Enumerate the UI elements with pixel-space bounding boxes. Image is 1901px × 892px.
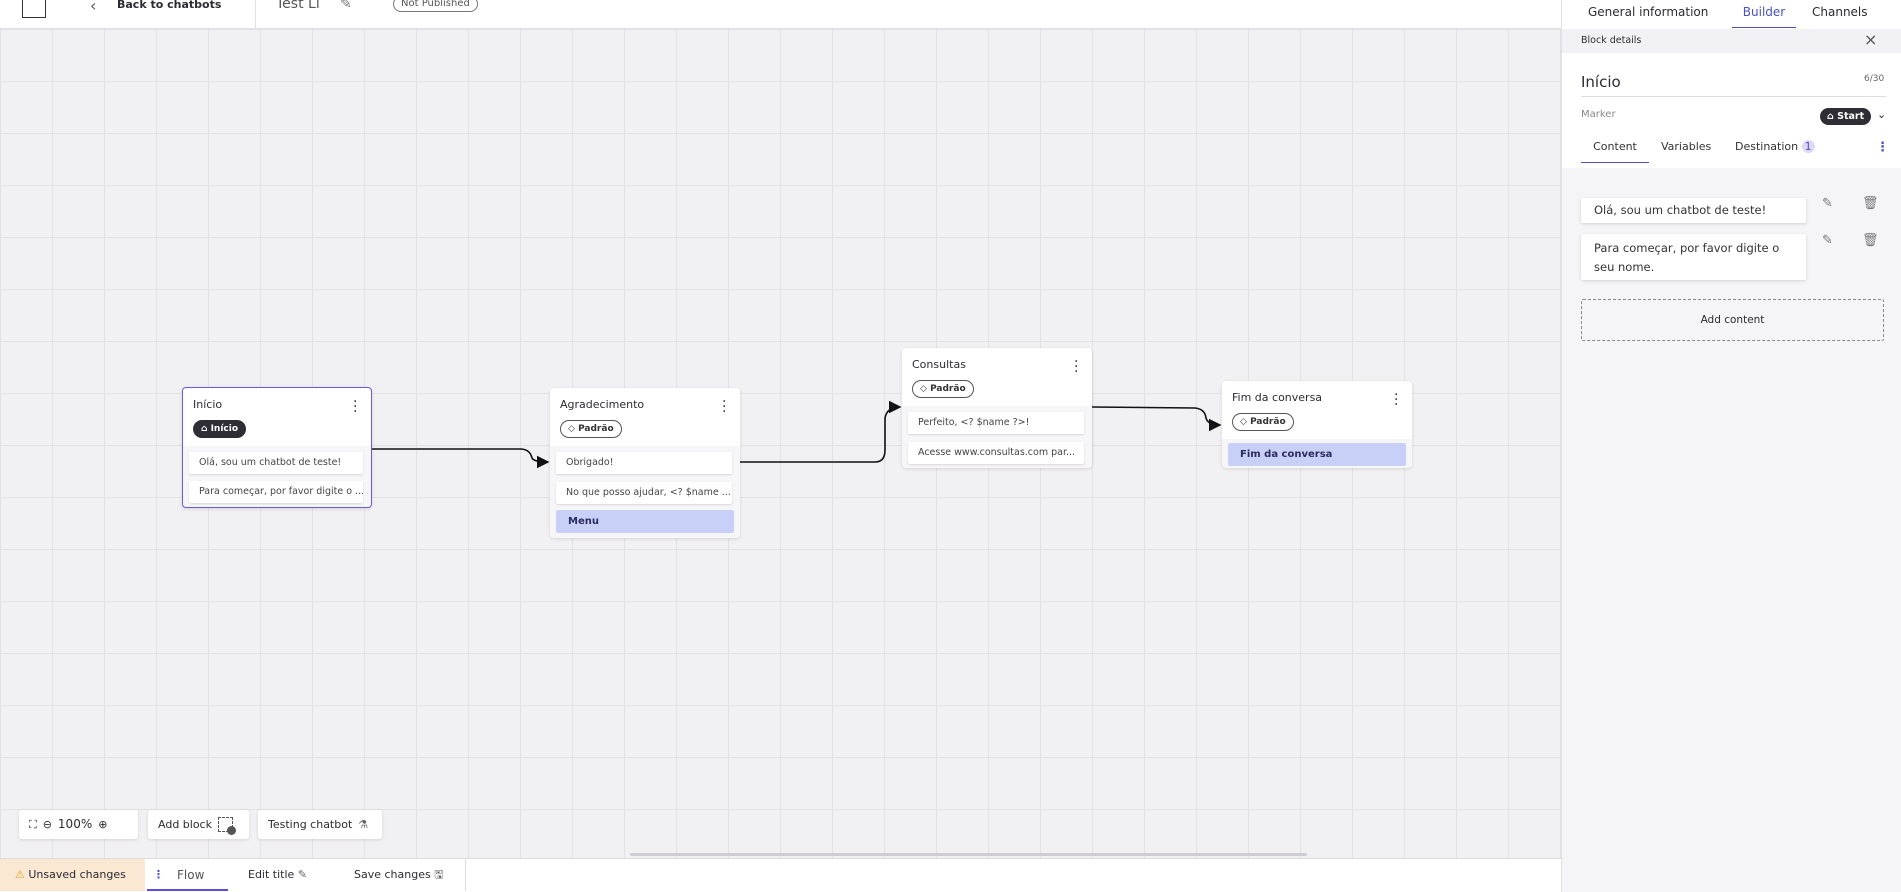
tag-icon: ◇ — [920, 384, 931, 394]
node-body: Perfeito, <? $name ?>! Acesse www.consul… — [902, 406, 1092, 468]
default-tag: ◇ Padrão — [912, 380, 974, 398]
node-option[interactable]: Fim da conversa — [1228, 443, 1406, 466]
block-node-agradecimento[interactable]: Agradecimento ··· ◇ Padrão Obrigado! No … — [550, 388, 740, 538]
edges — [372, 400, 1222, 469]
char-count: 6/30 — [1864, 74, 1885, 84]
node-body: Fim da conversa — [1222, 439, 1412, 468]
tab-flow[interactable]: Flow — [147, 859, 228, 891]
unsaved-changes-indicator: ⚠ Unsaved changes — [0, 859, 145, 891]
bottom-bar: ⚠ Unsaved changes Flow ⋮ Edit title ✎ Sa… — [0, 858, 1561, 892]
panel-tabs — [1562, 0, 1901, 29]
node-message[interactable]: Para começar, por favor digite o ... — [189, 481, 363, 503]
tab-variables[interactable]: Variables — [1661, 140, 1712, 153]
zoom-level: 100% — [57, 817, 93, 831]
edit-icon[interactable]: ✎ — [1822, 233, 1833, 248]
title-underline — [1581, 96, 1886, 97]
app-logo — [22, 0, 46, 18]
edit-title-pencil-icon[interactable]: ✎ — [340, 0, 352, 12]
edge-inicio-agradecimento — [372, 448, 550, 469]
block-title-input[interactable]: Início — [1581, 73, 1621, 91]
node-title: Agradecimento — [560, 398, 645, 411]
divider — [255, 0, 256, 29]
edge-consultas-fim — [1091, 406, 1222, 432]
panel-header — [1562, 29, 1901, 53]
pencil-icon: ✎ — [297, 868, 308, 881]
home-icon: ⌂ — [201, 424, 211, 434]
block-node-inicio[interactable]: Início ··· ⌂ Início Olá, sou um chatbot … — [182, 387, 372, 508]
home-icon: ⌂ — [1827, 111, 1838, 122]
tag-icon: ◇ — [1240, 417, 1251, 427]
tab-content[interactable]: Content — [1581, 140, 1649, 163]
panel-header-title: Block details — [1581, 35, 1642, 46]
node-menu-icon[interactable]: ··· — [722, 394, 727, 420]
node-menu-icon[interactable]: ··· — [353, 394, 358, 420]
node-body: Obrigado! No que posso ajudar, <? $name … — [550, 446, 740, 538]
add-block-icon — [217, 817, 236, 835]
tab-destination[interactable]: Destination 1 — [1735, 140, 1815, 153]
node-message[interactable]: Acesse www.consultas.com par... — [908, 442, 1084, 464]
start-tag: ⌂ Início — [193, 420, 247, 438]
divider — [465, 859, 466, 891]
tab-channels[interactable]: Channels — [1812, 5, 1868, 19]
tab-general-information[interactable]: General information — [1588, 5, 1709, 19]
node-message[interactable]: Obrigado! — [556, 452, 732, 474]
default-tag: ◇ Padrão — [1232, 413, 1294, 431]
node-message[interactable]: Perfeito, <? $name ?>! — [908, 412, 1084, 434]
edit-icon[interactable]: ✎ — [1822, 196, 1833, 211]
back-chevron-icon[interactable]: ‹ — [90, 0, 97, 15]
default-tag: ◇ Padrão — [560, 420, 622, 438]
fit-screen-icon[interactable]: ⛶ — [29, 818, 37, 831]
node-title: Início — [193, 398, 223, 411]
horizontal-scrollbar[interactable] — [630, 853, 1307, 856]
edge-agradecimento-consultas — [740, 400, 902, 463]
node-title: Fim da conversa — [1232, 391, 1323, 404]
node-message[interactable]: No que posso ajudar, <? $name ... — [556, 482, 732, 504]
back-to-chatbots-link[interactable]: Back to chatbots — [117, 0, 222, 11]
save-icon: 🖫 — [434, 868, 444, 881]
marker-select[interactable]: ⌂ Start — [1820, 108, 1872, 125]
node-message[interactable]: Olá, sou um chatbot de teste! — [189, 452, 363, 474]
warning-icon: ⚠ — [15, 868, 25, 881]
status-badge: Not Published — [393, 0, 478, 12]
testing-chatbot-label: Testing chatbot — [268, 818, 353, 831]
tab-builder[interactable]: Builder — [1732, 0, 1796, 28]
node-menu-icon[interactable]: ··· — [1394, 387, 1399, 413]
zoom-in-icon[interactable]: ⊕ — [98, 818, 108, 831]
close-icon[interactable]: × — [1864, 30, 1878, 49]
more-options-icon[interactable]: ⋮ — [153, 868, 164, 881]
content-item[interactable]: Olá, sou um chatbot de teste! — [1581, 198, 1806, 223]
node-body: Olá, sou um chatbot de teste! Para começ… — [183, 446, 371, 507]
node-title: Consultas — [912, 358, 966, 371]
block-node-consultas[interactable]: Consultas ··· ◇ Padrão Perfeito, <? $nam… — [902, 348, 1092, 468]
testing-chatbot-button[interactable]: Testing chatbot ⚗ — [258, 810, 382, 839]
add-content-button[interactable]: Add content — [1581, 299, 1884, 341]
zoom-out-icon[interactable]: ⊖ — [42, 818, 52, 831]
chevron-down-icon[interactable]: ⌄ — [1877, 108, 1887, 121]
flask-icon: ⚗ — [358, 818, 369, 831]
chatbot-title: Test Li — [276, 0, 320, 12]
save-changes-button[interactable]: Save changes 🖫 — [354, 868, 444, 881]
block-node-fim-da-conversa[interactable]: Fim da conversa ··· ◇ Padrão Fim da conv… — [1222, 381, 1412, 468]
block-details-panel: General information Builder Channels Blo… — [1561, 0, 1901, 892]
node-menu-icon[interactable]: ··· — [1074, 354, 1079, 380]
top-bar: ‹ Back to chatbots Test Li ✎ Not Publish… — [0, 0, 1561, 29]
destination-count-badge: 1 — [1801, 140, 1815, 153]
more-options-icon[interactable]: ⋮ — [1876, 140, 1889, 155]
delete-icon[interactable]: 🗑 — [1862, 196, 1879, 211]
edit-title-button[interactable]: Edit title ✎ — [248, 868, 308, 881]
delete-icon[interactable]: 🗑 — [1862, 233, 1879, 248]
content-item[interactable]: Para começar, por favor digite o seu nom… — [1581, 234, 1806, 280]
add-block-button[interactable]: Add block — [148, 810, 249, 839]
marker-label: Marker — [1581, 109, 1616, 120]
node-option[interactable]: Menu — [556, 510, 734, 533]
tag-icon: ◇ — [568, 424, 579, 434]
add-block-label: Add block — [158, 818, 212, 831]
zoom-controls: ⛶ ⊖ 100% ⊕ — [19, 810, 138, 839]
